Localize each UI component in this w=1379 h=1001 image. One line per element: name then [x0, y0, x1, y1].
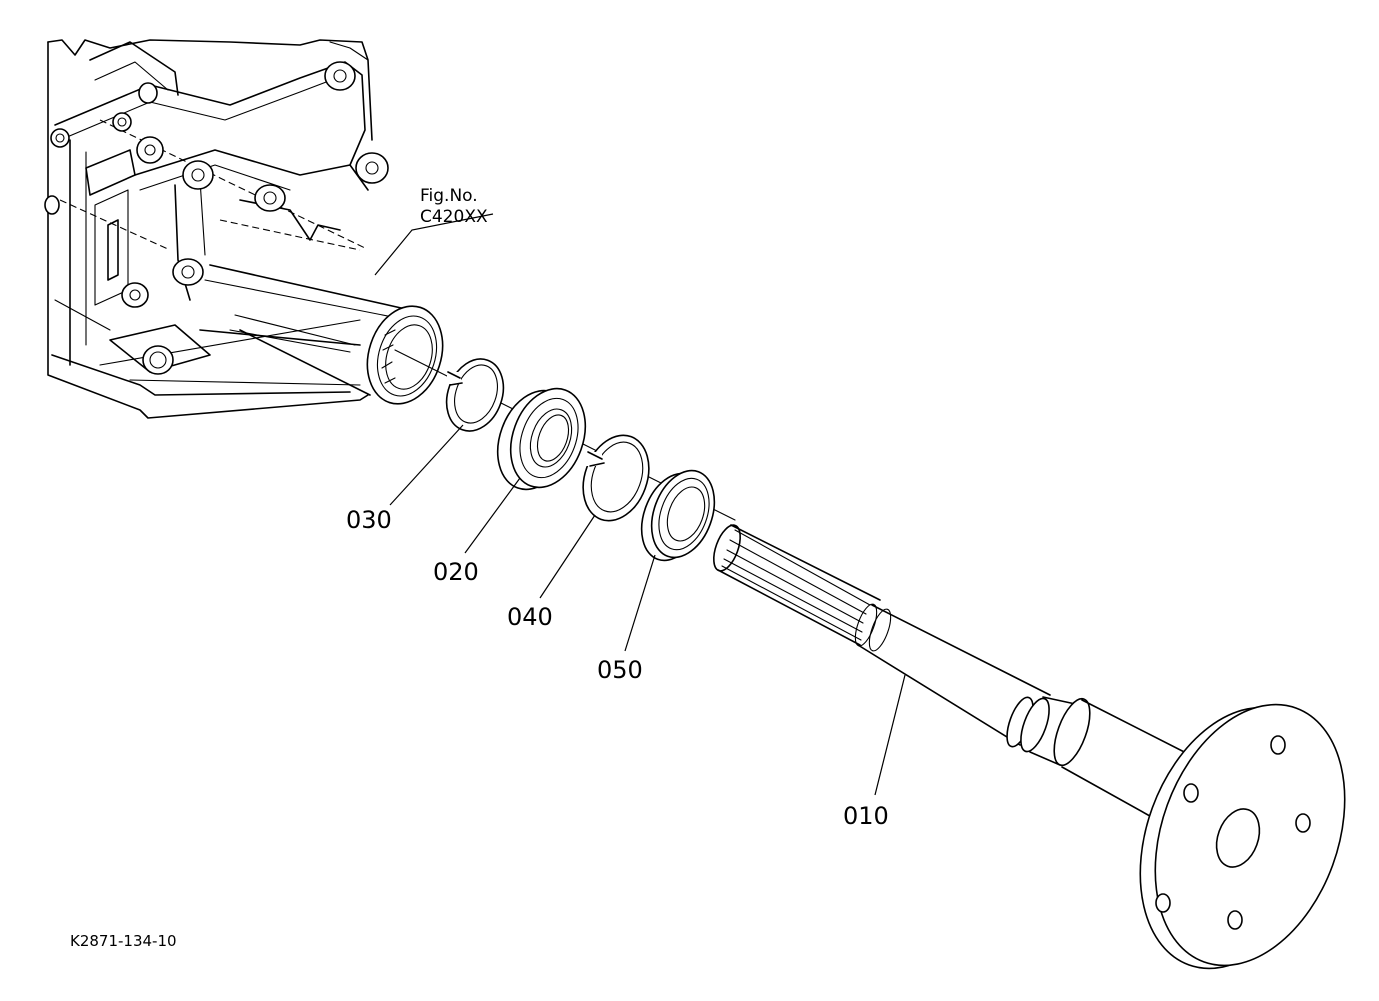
part-label-030: 030: [346, 506, 392, 534]
leader-050: [624, 554, 656, 652]
part-010-axle-shaft: [713, 524, 1346, 970]
figure-reference-line1: Fig.No.: [420, 186, 478, 206]
leader-020: [464, 477, 521, 554]
leader-030: [389, 424, 464, 506]
part-label-010: 010: [843, 802, 889, 830]
part-040-circlip: [582, 434, 650, 522]
figure-reference: Fig.No. C420XX: [420, 186, 488, 228]
housing-bolt-bosses: [44, 61, 389, 375]
part-label-050: 050: [597, 656, 643, 684]
figure-reference-line2: C420XX: [420, 207, 488, 227]
housing-bearing-bore: [199, 264, 444, 405]
part-030-circlip: [445, 358, 505, 432]
part-020-ball-bearing: [496, 387, 587, 491]
drawing-code: K2871-134-10: [70, 932, 177, 950]
transmission-housing: [44, 39, 444, 419]
part-label-020: 020: [433, 558, 479, 586]
leader-010: [874, 674, 906, 796]
leader-040: [539, 514, 596, 599]
leader-lines: [374, 213, 906, 796]
part-label-040: 040: [507, 603, 553, 631]
part-050-oil-seal: [640, 469, 716, 562]
leader-fig-ref: [374, 213, 494, 276]
